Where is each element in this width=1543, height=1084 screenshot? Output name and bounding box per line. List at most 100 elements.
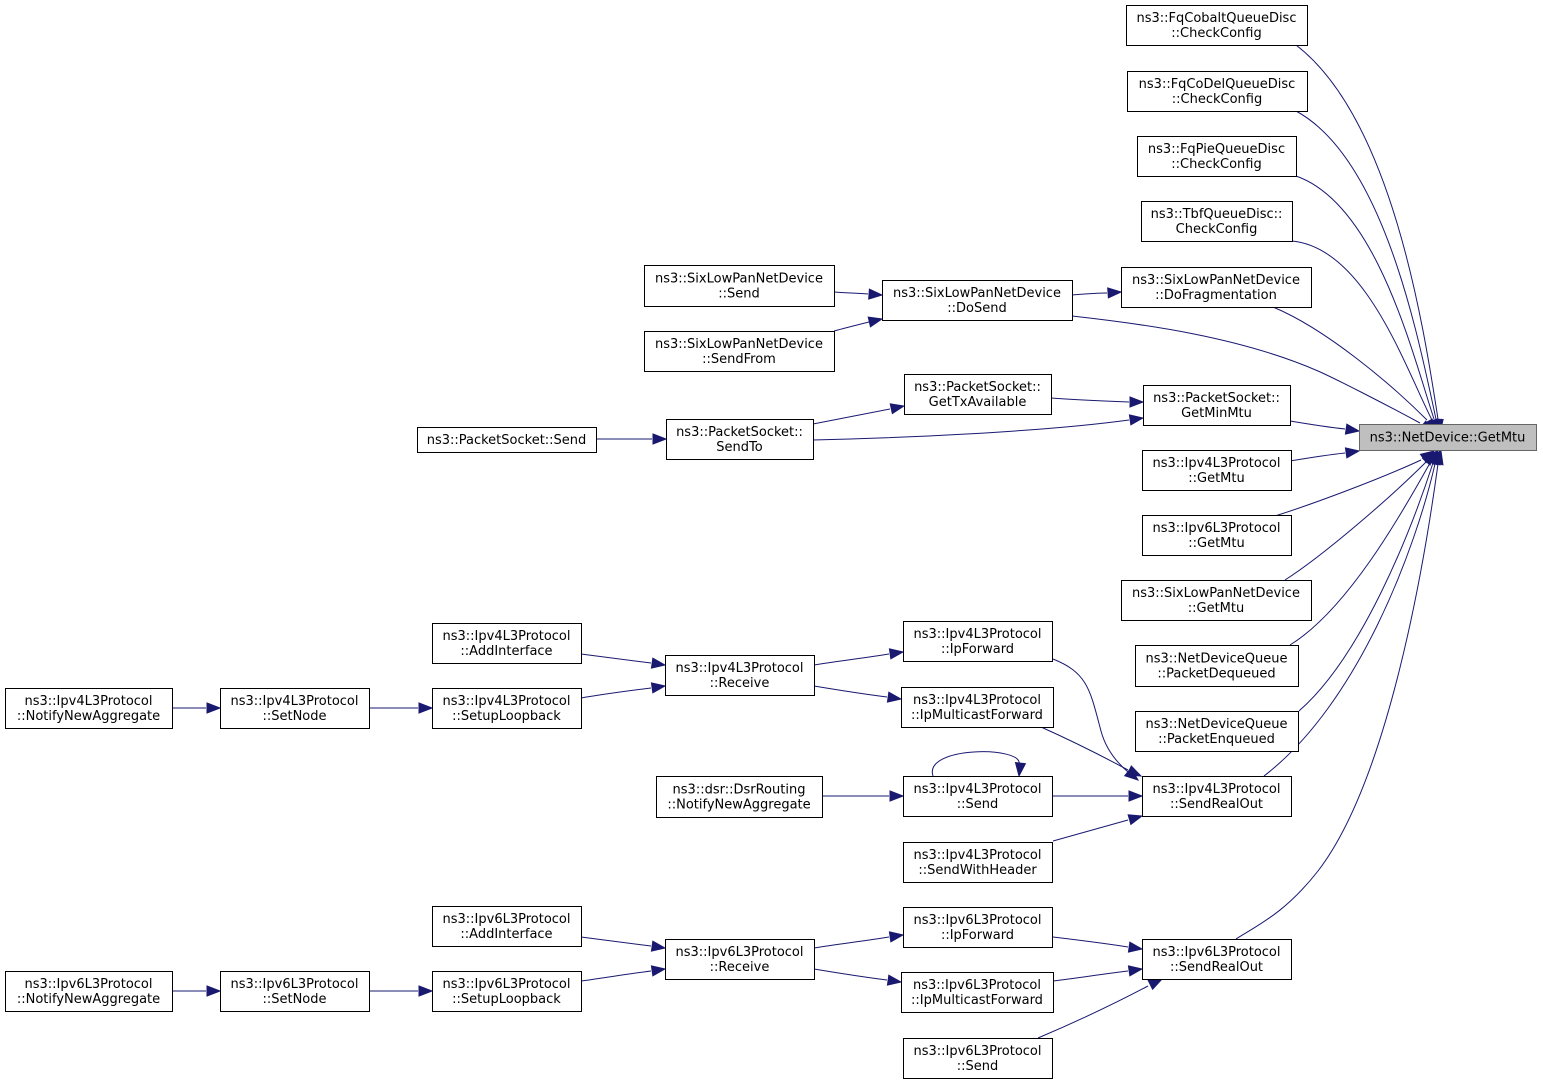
node-label-line: ns3::dsr::DsrRouting	[673, 783, 806, 798]
node-ip6nna[interactable]: ns3::Ipv6L3Protocol::NotifyNewAggregate	[5, 971, 173, 1012]
arrowhead	[889, 790, 905, 802]
arrowhead	[1129, 396, 1145, 408]
arrowhead	[1128, 790, 1144, 802]
node-6sendfrom[interactable]: ns3::SixLowPanNetDevice::SendFrom	[644, 331, 835, 372]
node-box	[665, 655, 815, 696]
edge-line	[1289, 452, 1346, 462]
arrowhead	[418, 702, 434, 714]
edge-ip6getmtu-to-root	[1274, 450, 1436, 517]
arrowhead	[868, 288, 884, 300]
node-label-line: ::DoFragmentation	[1155, 288, 1277, 303]
nodes-layer: ns3::NetDevice::GetMtu ns3::FqCobaltQueue…	[5, 5, 1537, 1079]
node-root[interactable]: ns3::NetDevice::GetMtu	[1359, 424, 1537, 451]
arrowhead	[886, 974, 903, 986]
node-getminmtu[interactable]: ns3::PacketSocket::GetMinMtu	[1143, 385, 1291, 426]
node-ip6recv[interactable]: ns3::Ipv6L3Protocol::Receive	[665, 939, 815, 980]
node-label-line: ns3::NetDevice::GetMtu	[1370, 431, 1526, 446]
edge-pktenq-to-root	[1298, 449, 1439, 712]
node-fqpie[interactable]: ns3::FqPieQueueDisc::CheckConfig	[1137, 136, 1297, 177]
node-ip4addif[interactable]: ns3::Ipv4L3Protocol::AddInterface	[432, 623, 582, 664]
node-label-line: ns3::Ipv4L3Protocol	[914, 627, 1042, 642]
node-6getmtu[interactable]: ns3::SixLowPanNetDevice::GetMtu	[1121, 580, 1312, 621]
node-pktenq[interactable]: ns3::NetDeviceQueue::PacketEnqueued	[1135, 711, 1299, 752]
node-box	[1142, 450, 1292, 491]
node-label-line: GetTxAvailable	[929, 395, 1027, 410]
node-6send[interactable]: ns3::SixLowPanNetDevice::Send	[644, 265, 835, 307]
edge-ip6addif-to-ip6recv	[580, 936, 667, 952]
node-ip6setnode[interactable]: ns3::Ipv6L3Protocol::SetNode	[220, 971, 370, 1012]
node-ip6send[interactable]: ns3::Ipv6L3Protocol::Send	[903, 1038, 1053, 1079]
node-label-line: ns3::Ipv6L3Protocol	[913, 978, 1041, 993]
node-box	[656, 776, 823, 818]
edge-line	[580, 970, 652, 982]
edge-tbf-to-root	[1291, 240, 1438, 435]
node-ip6sro[interactable]: ns3::Ipv6L3Protocol::SendRealOut	[1142, 939, 1292, 980]
node-label-line: CheckConfig	[1176, 222, 1258, 237]
edge-line	[812, 408, 891, 425]
node-label-line: ::NotifyNewAggregate	[667, 798, 810, 813]
node-dofrag[interactable]: ns3::SixLowPanNetDevice::DoFragmentation	[1121, 267, 1312, 308]
node-ip4ipfwd[interactable]: ns3::Ipv4L3Protocol::IpForward	[903, 621, 1053, 662]
edge-line	[1050, 397, 1130, 403]
edge-ip4mcfwd-to-ip4sro	[1040, 726, 1143, 777]
node-tbf[interactable]: ns3::TbfQueueDisc::CheckConfig	[1141, 201, 1293, 242]
node-ip4send[interactable]: ns3::Ipv4L3Protocol::Send	[903, 776, 1053, 817]
node-label-line: ns3::Ipv6L3Protocol	[231, 977, 359, 992]
node-box	[903, 621, 1053, 662]
edge-line	[1071, 292, 1108, 296]
node-ip6mcfwd[interactable]: ns3::Ipv6L3Protocol::IpMulticastForward	[901, 972, 1054, 1013]
node-label-line: ns3::PacketSocket::Send	[427, 433, 587, 448]
node-ip4setnode[interactable]: ns3::Ipv4L3Protocol::SetNode	[220, 688, 370, 729]
node-ip6addif[interactable]: ns3::Ipv6L3Protocol::AddInterface	[432, 906, 582, 947]
node-ip4getmtu[interactable]: ns3::Ipv4L3Protocol::GetMtu	[1142, 450, 1292, 491]
node-label-line: ::GetMtu	[1188, 536, 1244, 551]
edge-line	[1284, 461, 1427, 581]
node-label-line: ns3::FqCobaltQueueDisc	[1137, 11, 1297, 26]
node-label-line: ::IpForward	[941, 642, 1014, 657]
node-ip4loop[interactable]: ns3::Ipv4L3Protocol::SetupLoopback	[432, 688, 582, 729]
node-box	[665, 939, 815, 980]
node-label-line: ::PacketDequeued	[1157, 667, 1275, 682]
node-label-line: ::Send	[718, 287, 760, 302]
node-label-line: ::Send	[957, 797, 999, 812]
node-box	[220, 688, 370, 729]
node-label-line: ns3::Ipv6L3Protocol	[676, 945, 804, 960]
node-ip4nna[interactable]: ns3::Ipv4L3Protocol::NotifyNewAggregate	[5, 688, 173, 729]
node-fqcobalt[interactable]: ns3::FqCobaltQueueDisc::CheckConfig	[1126, 5, 1308, 46]
node-pktdeq[interactable]: ns3::NetDeviceQueue::PacketDequeued	[1135, 645, 1299, 687]
node-pssend[interactable]: ns3::PacketSocket::Send	[417, 427, 597, 453]
edge-ip6send-to-ip6sro	[1037, 978, 1164, 1039]
edge-dofrag-to-root	[1272, 306, 1435, 435]
node-gettx[interactable]: ns3::PacketSocket::GetTxAvailable	[904, 374, 1052, 415]
node-box	[1135, 711, 1299, 752]
arrowhead	[418, 985, 434, 997]
node-dsrnna[interactable]: ns3::dsr::DsrRouting::NotifyNewAggregate	[656, 776, 823, 818]
arrowhead	[1014, 761, 1027, 778]
node-label-line: ::DoSend	[947, 301, 1006, 316]
node-label-line: ns3::Ipv4L3Protocol	[913, 693, 1041, 708]
edge-line	[1263, 463, 1436, 777]
node-ip6ipfwd[interactable]: ns3::Ipv6L3Protocol::IpForward	[903, 907, 1053, 948]
node-label-line: ns3::NetDeviceQueue	[1145, 717, 1287, 732]
node-box	[1127, 71, 1308, 112]
node-ip4mcfwd[interactable]: ns3::Ipv4L3Protocol::IpMulticastForward	[901, 687, 1054, 728]
edge-line	[1295, 175, 1435, 420]
arrowhead	[1344, 423, 1361, 435]
node-label-line: ns3::Ipv4L3Protocol	[1153, 782, 1281, 797]
arrowhead	[1127, 814, 1144, 826]
node-ip6getmtu[interactable]: ns3::Ipv6L3Protocol::GetMtu	[1142, 515, 1292, 556]
edge-getminmtu-to-root	[1289, 420, 1361, 435]
node-ip4swh[interactable]: ns3::Ipv4L3Protocol::SendWithHeader	[903, 842, 1053, 883]
edge-pssend-to-sendto	[596, 433, 668, 445]
node-ip4sro[interactable]: ns3::Ipv4L3Protocol::SendRealOut	[1142, 776, 1292, 817]
arrowhead	[1432, 449, 1444, 466]
node-ip6loop[interactable]: ns3::Ipv6L3Protocol::SetupLoopback	[432, 971, 582, 1012]
node-fqcodel[interactable]: ns3::FqCoDelQueueDisc::CheckConfig	[1127, 71, 1308, 112]
node-dosend[interactable]: ns3::SixLowPanNetDevice::DoSend	[882, 280, 1073, 321]
node-label-line: ns3::Ipv6L3Protocol	[914, 913, 1042, 928]
node-sendto[interactable]: ns3::PacketSocket::SendTo	[666, 419, 814, 460]
node-box	[417, 427, 597, 453]
node-ip4recv[interactable]: ns3::Ipv4L3Protocol::Receive	[665, 655, 815, 696]
node-box	[1126, 5, 1308, 46]
node-box	[1143, 385, 1291, 426]
